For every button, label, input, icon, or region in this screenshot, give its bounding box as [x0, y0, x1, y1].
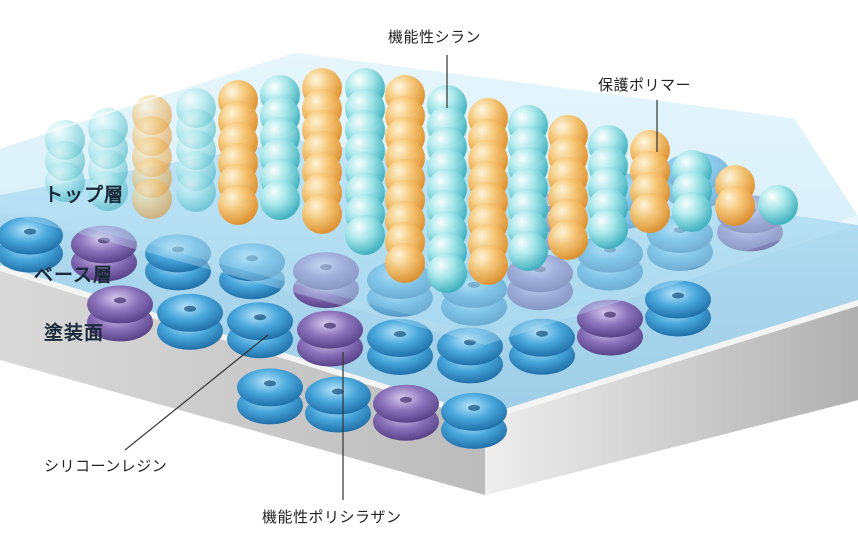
molecule-sphere	[132, 179, 172, 219]
molecule-sphere	[302, 194, 342, 234]
molecule-torus	[157, 293, 223, 332]
molecule-torus	[305, 376, 371, 415]
molecule-sphere	[672, 192, 712, 232]
molecule-torus	[0, 216, 63, 255]
label-base-layer: ベース層	[34, 264, 114, 286]
molecule-torus	[237, 368, 303, 407]
molecule-sphere	[548, 220, 588, 260]
molecule-torus	[509, 318, 575, 357]
molecule-sphere	[260, 180, 300, 220]
molecule-torus	[441, 392, 507, 431]
molecule-torus	[227, 302, 293, 341]
molecule-sphere	[45, 162, 85, 202]
top-layer-edge	[0, 51, 858, 216]
molecule-torus	[87, 285, 153, 324]
molecule-torus	[367, 319, 433, 357]
molecule-sphere	[468, 245, 508, 285]
molecule-sphere	[385, 243, 425, 283]
molecule-torus	[645, 280, 711, 319]
label-painted-surface: 塗装面	[44, 322, 105, 344]
molecule-sphere	[508, 231, 548, 271]
callout-protective-polymer: 保護ポリマー	[598, 76, 692, 94]
molecule-sphere	[218, 185, 258, 225]
molecule-sphere	[427, 253, 467, 293]
molecule-sphere	[588, 209, 628, 249]
molecule-torus	[437, 327, 503, 366]
molecule-torus	[373, 384, 439, 423]
molecule-torus	[297, 310, 363, 349]
molecule-sphere	[176, 172, 216, 212]
molecule-sphere	[345, 215, 385, 255]
callout-functional-silane: 機能性シラン	[388, 28, 482, 46]
molecule-torus	[577, 299, 643, 338]
molecule-sphere	[88, 171, 128, 211]
callout-silicone-resin: シリコーンレジン	[44, 457, 168, 475]
molecule-spheres	[45, 68, 798, 293]
callout-functional-polysilazane: 機能性ポリシラザン	[262, 508, 402, 526]
molecule-sphere	[758, 185, 798, 225]
substrate	[0, 265, 858, 495]
label-top-layer: トップ層	[44, 184, 125, 206]
leader-silicone-resin	[124, 334, 269, 451]
molecule-sphere	[630, 193, 670, 233]
molecule-sphere	[715, 186, 755, 226]
